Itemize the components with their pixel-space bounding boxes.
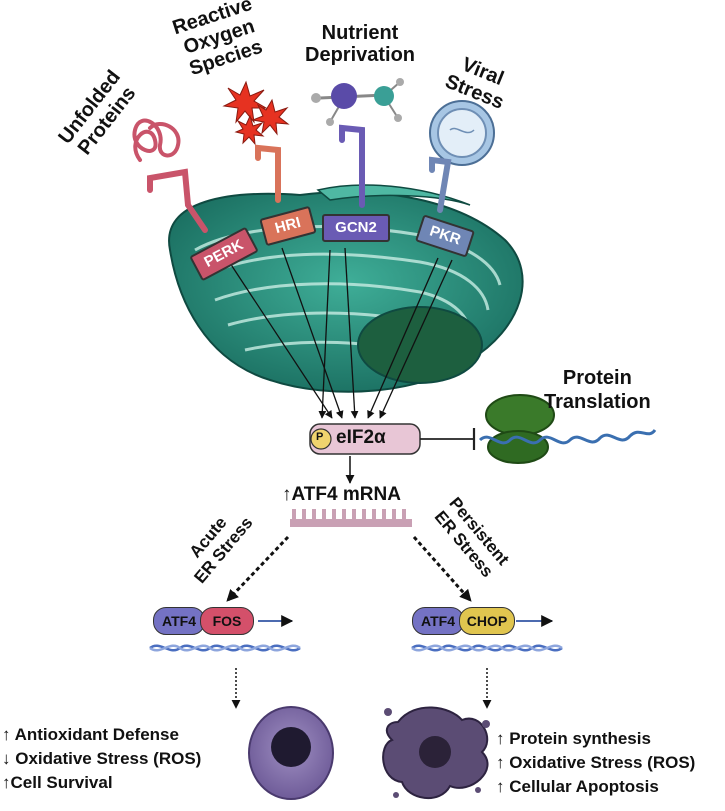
stressor-nutrient: Nutrient Deprivation: [305, 22, 416, 66]
eif2a-label: eIF2α: [336, 427, 386, 448]
atf4-right-pill: ATF4: [412, 607, 464, 635]
pkr-receptor: [429, 156, 452, 213]
kinase-gcn2: GCN2: [322, 214, 390, 242]
phospho-label: P: [316, 431, 324, 443]
persistent-branch-arrow: [412, 536, 472, 602]
outcome-left-2: ↓ Oxidative Stress (ROS): [2, 749, 202, 768]
perk-receptor: [147, 168, 208, 233]
outcome-right-2: ↑ Oxidative Stress (ROS): [496, 753, 696, 772]
ribosome-icon: [478, 394, 657, 464]
atf4-mrna-strand: [290, 509, 412, 527]
dna-left: [149, 644, 301, 652]
phospho-circle: [310, 428, 332, 450]
chop-pill: CHOP: [459, 607, 515, 635]
kinase-arrows: [227, 247, 453, 419]
outcome-left-3: ↑Cell Survival: [2, 773, 113, 792]
gcn2-receptor: [339, 124, 365, 208]
apoptotic-cell-icon: [382, 706, 490, 800]
hri-receptor: [255, 144, 281, 203]
ros-icon: [222, 80, 290, 146]
fos-pill: FOS: [200, 607, 254, 635]
healthy-cell-icon: [248, 706, 334, 800]
outcome-right-3: ↑ Cellular Apoptosis: [496, 777, 659, 796]
atf4-left-pill: ATF4: [153, 607, 205, 635]
protein-translation-label: Protein Translation: [544, 367, 651, 413]
acute-branch-arrow: [226, 535, 290, 602]
atf4-mrna-label: ↑ATF4 mRNA: [282, 484, 401, 505]
virus-icon: [429, 100, 495, 166]
dna-right: [411, 644, 563, 652]
outcome-right-1: ↑ Protein synthesis: [496, 729, 651, 748]
outcome-left-1: ↑ Antioxidant Defense: [2, 725, 179, 744]
nutrient-molecule-icon: [311, 78, 404, 126]
unfolded-protein-icon: [132, 118, 181, 162]
